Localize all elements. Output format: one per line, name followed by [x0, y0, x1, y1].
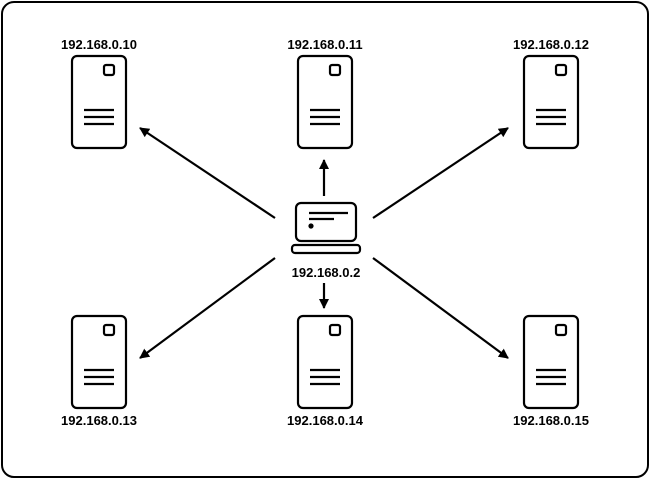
arrow-to-server-12	[372, 127, 509, 219]
hub-label: 192.168.0.2	[292, 265, 361, 280]
server-label: 192.168.0.12	[513, 37, 589, 52]
hub-node: 192.168.0.2	[290, 201, 362, 280]
server-label: 192.168.0.14	[287, 413, 364, 428]
laptop-icon	[290, 201, 362, 255]
server-icon	[522, 54, 580, 150]
server-node-11: 192.168.0.11	[287, 37, 363, 150]
server-label: 192.168.0.13	[61, 413, 137, 428]
server-icon	[70, 54, 128, 150]
server-icon	[296, 54, 354, 150]
server-node-13: 192.168.0.13	[61, 314, 137, 428]
server-icon	[296, 314, 354, 410]
server-label: 192.168.0.11	[287, 37, 362, 52]
connections	[139, 127, 509, 359]
server-label: 192.168.0.15	[513, 413, 589, 428]
server-icon	[70, 314, 128, 410]
server-node-15: 192.168.0.15	[513, 314, 589, 428]
server-label: 192.168.0.10	[61, 37, 137, 52]
arrow-to-server-13	[139, 257, 276, 359]
arrow-to-server-15	[372, 257, 509, 359]
server-node-12: 192.168.0.12	[513, 37, 589, 150]
arrow-to-server-10	[139, 127, 276, 219]
server-icon	[522, 314, 580, 410]
server-node-10: 192.168.0.10	[61, 37, 137, 150]
server-node-14: 192.168.0.14	[287, 314, 364, 428]
